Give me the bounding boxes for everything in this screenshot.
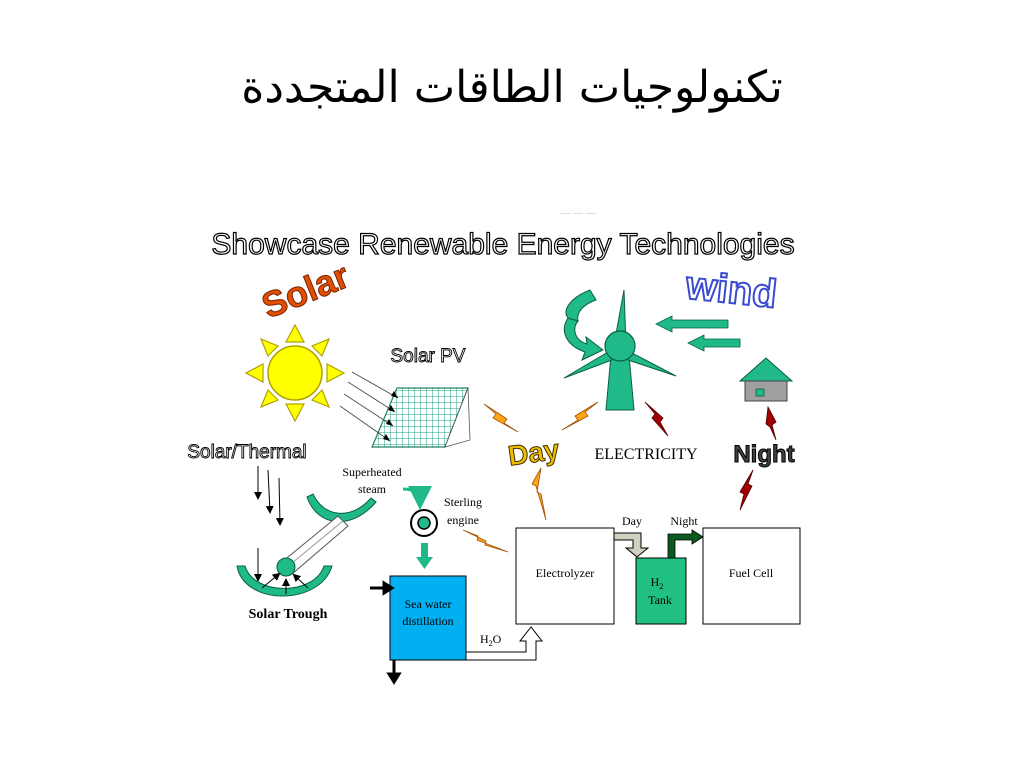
electrolyzer-to-tank-arrow [613, 532, 650, 558]
diagram-heading: Showcase Renewable Energy Technologies [211, 228, 794, 261]
tank-label: Tank [648, 593, 672, 607]
faint-text: — — — [560, 208, 596, 219]
electrolyzer-label: Electrolyzer [536, 566, 595, 580]
h2-label: H2 [651, 575, 664, 591]
thermal-rays [254, 466, 284, 582]
solar-thermal-label: Solar/Thermal [187, 442, 306, 463]
trough-receiver-icon [276, 557, 296, 577]
house-icon [738, 357, 794, 402]
engine-label: engine [447, 513, 479, 527]
solar-trough-icon [236, 565, 333, 597]
distillation-label: distillation [402, 614, 453, 628]
fuel-cell-box [702, 527, 801, 625]
sea-water-label: Sea water [405, 597, 452, 611]
electricity-label: ELECTRICITY [594, 446, 698, 463]
steam-arrow [402, 485, 432, 510]
h2o-label: H2O [480, 632, 502, 648]
solar-pv-label: Solar PV [391, 346, 466, 367]
engine-to-distill-arrow [416, 543, 433, 569]
wind-turbine-icon [563, 289, 677, 411]
upper-dish-icon [306, 493, 377, 523]
day-word: Day [506, 434, 562, 472]
solar-word: Solar [256, 255, 355, 327]
lightning-bolts [462, 401, 777, 553]
h2-tank-box [635, 557, 687, 625]
wind-word: wind [683, 263, 779, 316]
rotation-arrow-tail [565, 289, 597, 322]
fuel-cell-label: Fuel Cell [729, 566, 774, 580]
wind-arrows [655, 315, 741, 352]
slide-title: تكنولوجيات الطاقات المتجددة [241, 62, 783, 113]
h2o-pipe-arrow [465, 626, 544, 661]
sterling-label: Sterling [444, 495, 482, 509]
night-word: Night [733, 441, 794, 468]
electrolyzer-box [515, 527, 615, 625]
rotation-arrow-icon [563, 317, 604, 361]
sea-water-distillation-box [389, 575, 467, 661]
day-small-label: Day [622, 514, 642, 528]
solar-trough-label: Solar Trough [249, 607, 328, 622]
tank-to-fuel-cell-arrow [667, 529, 704, 559]
sterling-engine-icon [410, 509, 438, 537]
trough-focus-arrows [261, 572, 309, 594]
steam-label: steam [358, 482, 387, 496]
sun-icon [244, 323, 346, 423]
night-small-label: Night [670, 514, 698, 528]
sea-water-arrows [370, 580, 402, 685]
solar-pv-panel [339, 371, 471, 448]
superheated-label: Superheated [342, 465, 401, 479]
